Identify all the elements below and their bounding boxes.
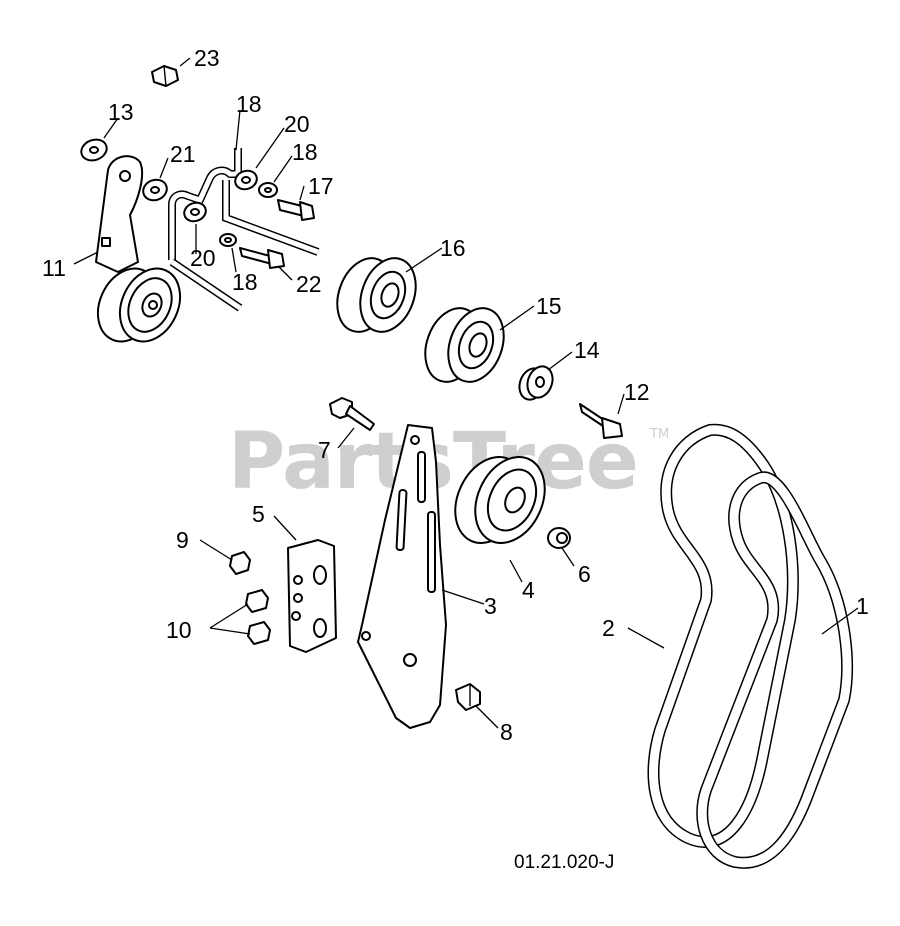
callout-11[interactable]: 11: [42, 255, 66, 281]
callout-13[interactable]: 13: [108, 99, 134, 125]
callout-16[interactable]: 16: [440, 235, 466, 261]
callout-9[interactable]: 9: [176, 527, 189, 553]
bolt-17[interactable]: [277, 199, 315, 221]
bracket-plate-3[interactable]: [357, 424, 447, 729]
washer-20-upper[interactable]: [233, 168, 260, 192]
washer-21[interactable]: [140, 176, 169, 203]
callout-12[interactable]: 12: [624, 379, 650, 405]
bolt-22[interactable]: [239, 247, 285, 269]
bolt-10-lower[interactable]: [247, 621, 271, 645]
callout-7[interactable]: 7: [318, 437, 331, 463]
callout-6[interactable]: 6: [578, 561, 591, 587]
callout-10[interactable]: 10: [166, 617, 192, 643]
pulley-4[interactable]: [442, 446, 558, 555]
pulley-16[interactable]: [328, 250, 426, 339]
idler-pulley-left[interactable]: [87, 259, 192, 352]
idler-arm-11[interactable]: [95, 155, 144, 273]
callout-2[interactable]: 2: [602, 615, 615, 641]
bolt-8[interactable]: [455, 683, 481, 711]
callout-20-upper[interactable]: 20: [284, 111, 310, 137]
bolt-23[interactable]: [151, 65, 179, 87]
callout-3[interactable]: 3: [484, 593, 497, 619]
callout-18-upper[interactable]: 18: [292, 139, 318, 165]
washer-20-lower[interactable]: [182, 200, 209, 224]
callout-14[interactable]: 14: [574, 337, 600, 363]
callout-23[interactable]: 23: [194, 45, 220, 71]
bolt-12[interactable]: [579, 403, 623, 439]
washer-13[interactable]: [78, 136, 109, 164]
callout-1[interactable]: 1: [856, 593, 869, 619]
belt-1[interactable]: [696, 471, 853, 869]
bolt-10-upper[interactable]: [245, 589, 269, 613]
callout-4[interactable]: 4: [522, 577, 535, 603]
callout-21[interactable]: 21: [170, 141, 196, 167]
leader-lines: [73, 57, 859, 729]
bolt-9[interactable]: [229, 551, 251, 575]
callout-8[interactable]: 8: [500, 719, 513, 745]
callout-5[interactable]: 5: [252, 501, 265, 527]
watermark-trademark: TM: [649, 427, 669, 442]
callout-17[interactable]: 17: [308, 173, 334, 199]
nut-6[interactable]: [547, 527, 571, 549]
nut-18-lower[interactable]: [219, 233, 237, 247]
bolt-7[interactable]: [329, 397, 375, 431]
nut-18-upper[interactable]: [258, 182, 278, 198]
callout-22[interactable]: 22: [296, 271, 322, 297]
callout-15[interactable]: 15: [536, 293, 562, 319]
pulley-15[interactable]: [416, 300, 514, 389]
callout-19[interactable]: 18: [236, 91, 262, 117]
rod-19[interactable]: [168, 148, 320, 312]
plate-5[interactable]: [287, 539, 337, 653]
drawing-number: 01.21.020-J: [514, 852, 614, 873]
callout-18-lower[interactable]: 18: [232, 269, 258, 295]
spacer-14[interactable]: [515, 363, 556, 403]
callout-20-lower[interactable]: 20: [190, 245, 216, 271]
